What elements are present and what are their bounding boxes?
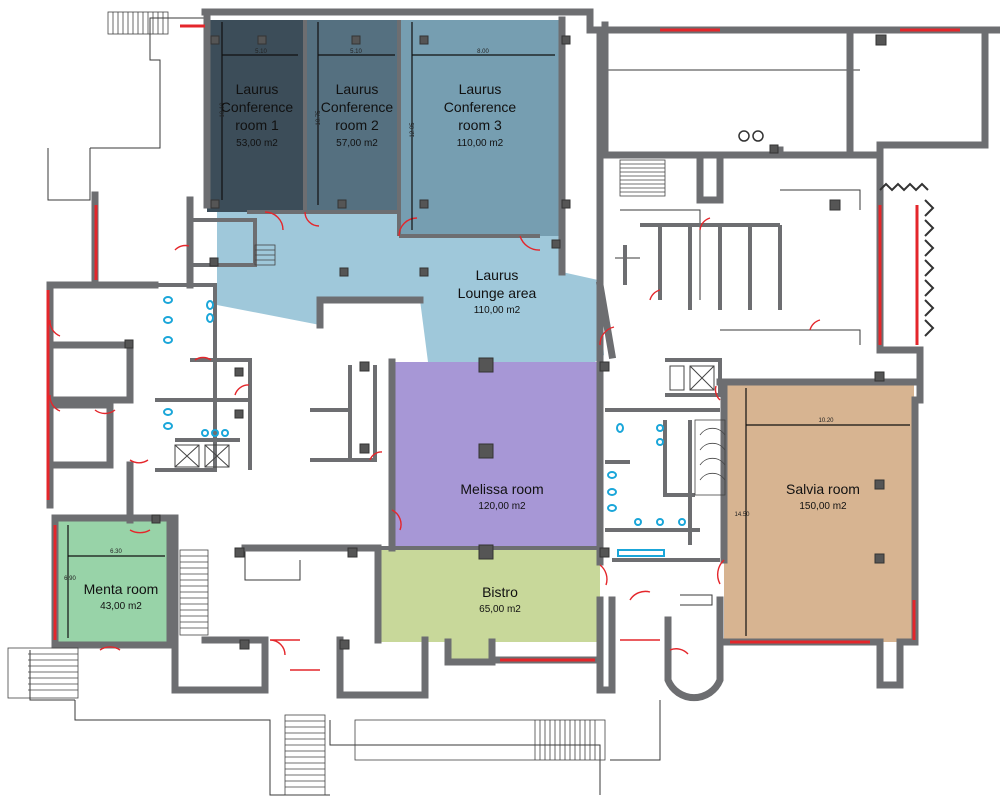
- laurus-2-name-line-2: Conference: [321, 99, 394, 115]
- walls: [46, 8, 1000, 702]
- laurus-3-width-label: 8.00: [477, 49, 489, 55]
- bistro-floor[interactable]: [378, 548, 600, 662]
- stair-spiral-core: [694, 419, 726, 496]
- melissa-room-area: 120,00 m2: [478, 501, 526, 512]
- dimension-lines: [67, 22, 910, 638]
- laurus-1-name-line-1: Laurus: [236, 81, 279, 97]
- salvia-room-area: 150,00 m2: [799, 501, 847, 512]
- laurus-3-name-line-1: Laurus: [459, 81, 502, 97]
- room-floors: [58, 20, 914, 662]
- bistro-name: Bistro: [482, 584, 518, 600]
- laurus-1-name-line-3: room 1: [235, 117, 279, 133]
- stair-north: [107, 11, 169, 35]
- room-labels: Laurus Conference room 1 53,00 m2 Laurus…: [84, 81, 860, 615]
- misc-symbols: [174, 130, 935, 468]
- laurus-3-name-line-3: room 3: [458, 117, 502, 133]
- menta-room-name: Menta room: [84, 581, 159, 597]
- laurus-1-area: 53,00 m2: [236, 138, 278, 149]
- dimension-labels: 5.10 10.10 5.10 10.75 8.00 12.05 10.20 1…: [64, 49, 834, 582]
- melissa-room-name: Melissa room: [460, 481, 543, 497]
- sanitary-fixtures: [163, 296, 686, 557]
- laurus-1-width-label: 5.10: [255, 49, 267, 55]
- menta-width-label: 6.30: [110, 549, 122, 555]
- stairs: [7, 11, 726, 796]
- salvia-depth-label: 14.50: [734, 512, 750, 518]
- laurus-lounge-name-line-1: Laurus: [476, 267, 519, 283]
- stair-lounge: [254, 244, 276, 266]
- laurus-lounge-area-floor[interactable]: [217, 212, 604, 362]
- menta-depth-label: 6.90: [64, 576, 76, 582]
- columns: [124, 34, 887, 650]
- melissa-room-floor[interactable]: [395, 362, 600, 548]
- annex-outlines: [29, 17, 861, 796]
- laurus-2-area: 57,00 m2: [336, 138, 378, 149]
- bistro-area: 65,00 m2: [479, 604, 521, 615]
- laurus-2-depth-label: 10.75: [316, 110, 322, 126]
- stair-east: [619, 159, 666, 197]
- laurus-conference-room-2-floor[interactable]: [305, 20, 399, 212]
- menta-room-area: 43,00 m2: [100, 601, 142, 612]
- laurus-3-depth-label: 12.05: [410, 122, 416, 138]
- doors: [49, 211, 821, 671]
- laurus-1-depth-label: 10.10: [220, 102, 226, 118]
- ramp-south: [354, 719, 606, 761]
- laurus-2-width-label: 5.10: [350, 49, 362, 55]
- laurus-conference-room-1-floor[interactable]: [207, 20, 305, 212]
- laurus-2-name-line-1: Laurus: [336, 81, 379, 97]
- laurus-2-name-line-3: room 2: [335, 117, 379, 133]
- laurus-3-area: 110,00 m2: [457, 138, 504, 149]
- laurus-lounge-name-line-2: Lounge area: [458, 285, 537, 301]
- laurus-3-name-line-2: Conference: [444, 99, 517, 115]
- windows: [46, 24, 960, 662]
- stair-south: [284, 714, 326, 796]
- stair-west: [7, 647, 79, 699]
- laurus-lounge-area: 110,00 m2: [474, 305, 521, 316]
- menta-room-floor[interactable]: [58, 520, 170, 644]
- laurus-1-name-line-2: Conference: [221, 99, 294, 115]
- salvia-width-label: 10.20: [818, 418, 834, 424]
- salvia-room-name: Salvia room: [786, 481, 860, 497]
- stair-menta-side: [179, 549, 209, 636]
